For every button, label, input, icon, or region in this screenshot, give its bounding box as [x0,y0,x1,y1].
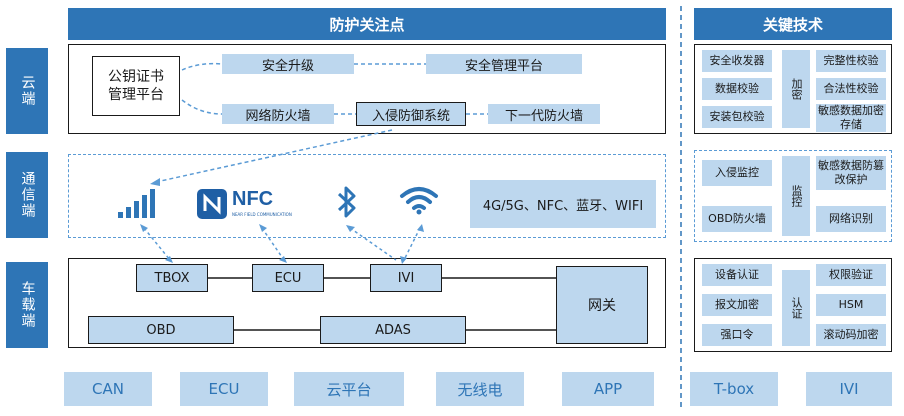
gateway-node: 网关 [556,266,648,344]
tech-vehicle-right-1: HSM [816,294,886,316]
bottom-item-ivi: IVI [806,372,892,406]
signal-bars-icon [118,189,155,218]
security-mgmt-platform: 安全管理平台 [426,54,582,74]
side-label-vehicle: 车载端 [6,262,48,348]
bottom-item-cloud-platform: 云平台 [294,372,404,406]
tech-vehicle-left-0: 设备认证 [702,264,772,286]
bottom-item-ecu: ECU [180,372,268,406]
bottom-item-can: CAN [64,372,152,406]
nfc-subtext: NEAR FIELD COMMUNICATION [232,212,292,217]
focus-header: 防护关注点 [68,8,666,40]
tech-cloud-left-0: 安全收发器 [702,50,772,72]
ecu-node: ECU [252,264,324,292]
ivi-node: IVI [370,264,442,292]
tech-vehicle-mid: 认证 [782,270,810,346]
intrusion-prevention: 入侵防御系统 [356,102,466,126]
bottom-item-tbox: T-box [690,372,778,406]
tech-vehicle-left-2: 强口令 [702,324,772,346]
nfc-mark-icon [197,189,227,219]
tech-comm-right-0: 敏感数据防篡改保护 [816,156,886,190]
tech-vehicle-right-0: 权限验证 [816,264,886,286]
obd-node: OBD [88,316,234,344]
side-label-comm: 通信端 [6,152,48,238]
tech-cloud-right-1: 合法性校验 [816,78,886,100]
tech-header: 关键技术 [694,8,892,40]
tech-cloud-mid: 加密 [782,50,810,128]
tech-comm-left-0: 入侵监控 [702,160,772,186]
tbox-node: TBOX [136,264,208,292]
nfc-logo: NFC NEAR FIELD COMMUNICATION [196,188,300,222]
tech-vehicle-right-2: 滚动码加密 [816,324,886,346]
nfc-text: NFC [232,188,274,210]
pki-platform: 公钥证书 管理平台 [92,56,180,116]
tech-cloud-right-0: 完整性校验 [816,50,886,72]
network-firewall: 网络防火墙 [222,104,334,124]
tech-comm-right-1: 网络识别 [816,206,886,232]
tech-vehicle-left-1: 报文加密 [702,294,772,316]
side-label-cloud: 云端 [6,48,48,134]
tech-cloud-right-2: 敏感数据加密存储 [816,104,886,132]
tech-comm-mid: 监控 [782,156,810,236]
bluetooth-icon [337,186,356,218]
tech-cloud-left-2: 安装包校验 [702,106,772,128]
bottom-item-radio: 无线电 [436,372,524,406]
next-gen-firewall: 下一代防火墙 [488,104,600,124]
comm-summary: 4G/5G、NFC、蓝牙、WIFI [470,180,656,228]
security-upgrade: 安全升级 [222,54,354,74]
wifi-icon [400,187,438,215]
bottom-item-app: APP [562,372,654,406]
adas-node: ADAS [320,316,466,344]
tech-cloud-left-1: 数据校验 [702,78,772,100]
tech-comm-left-1: OBD防火墙 [702,206,772,232]
